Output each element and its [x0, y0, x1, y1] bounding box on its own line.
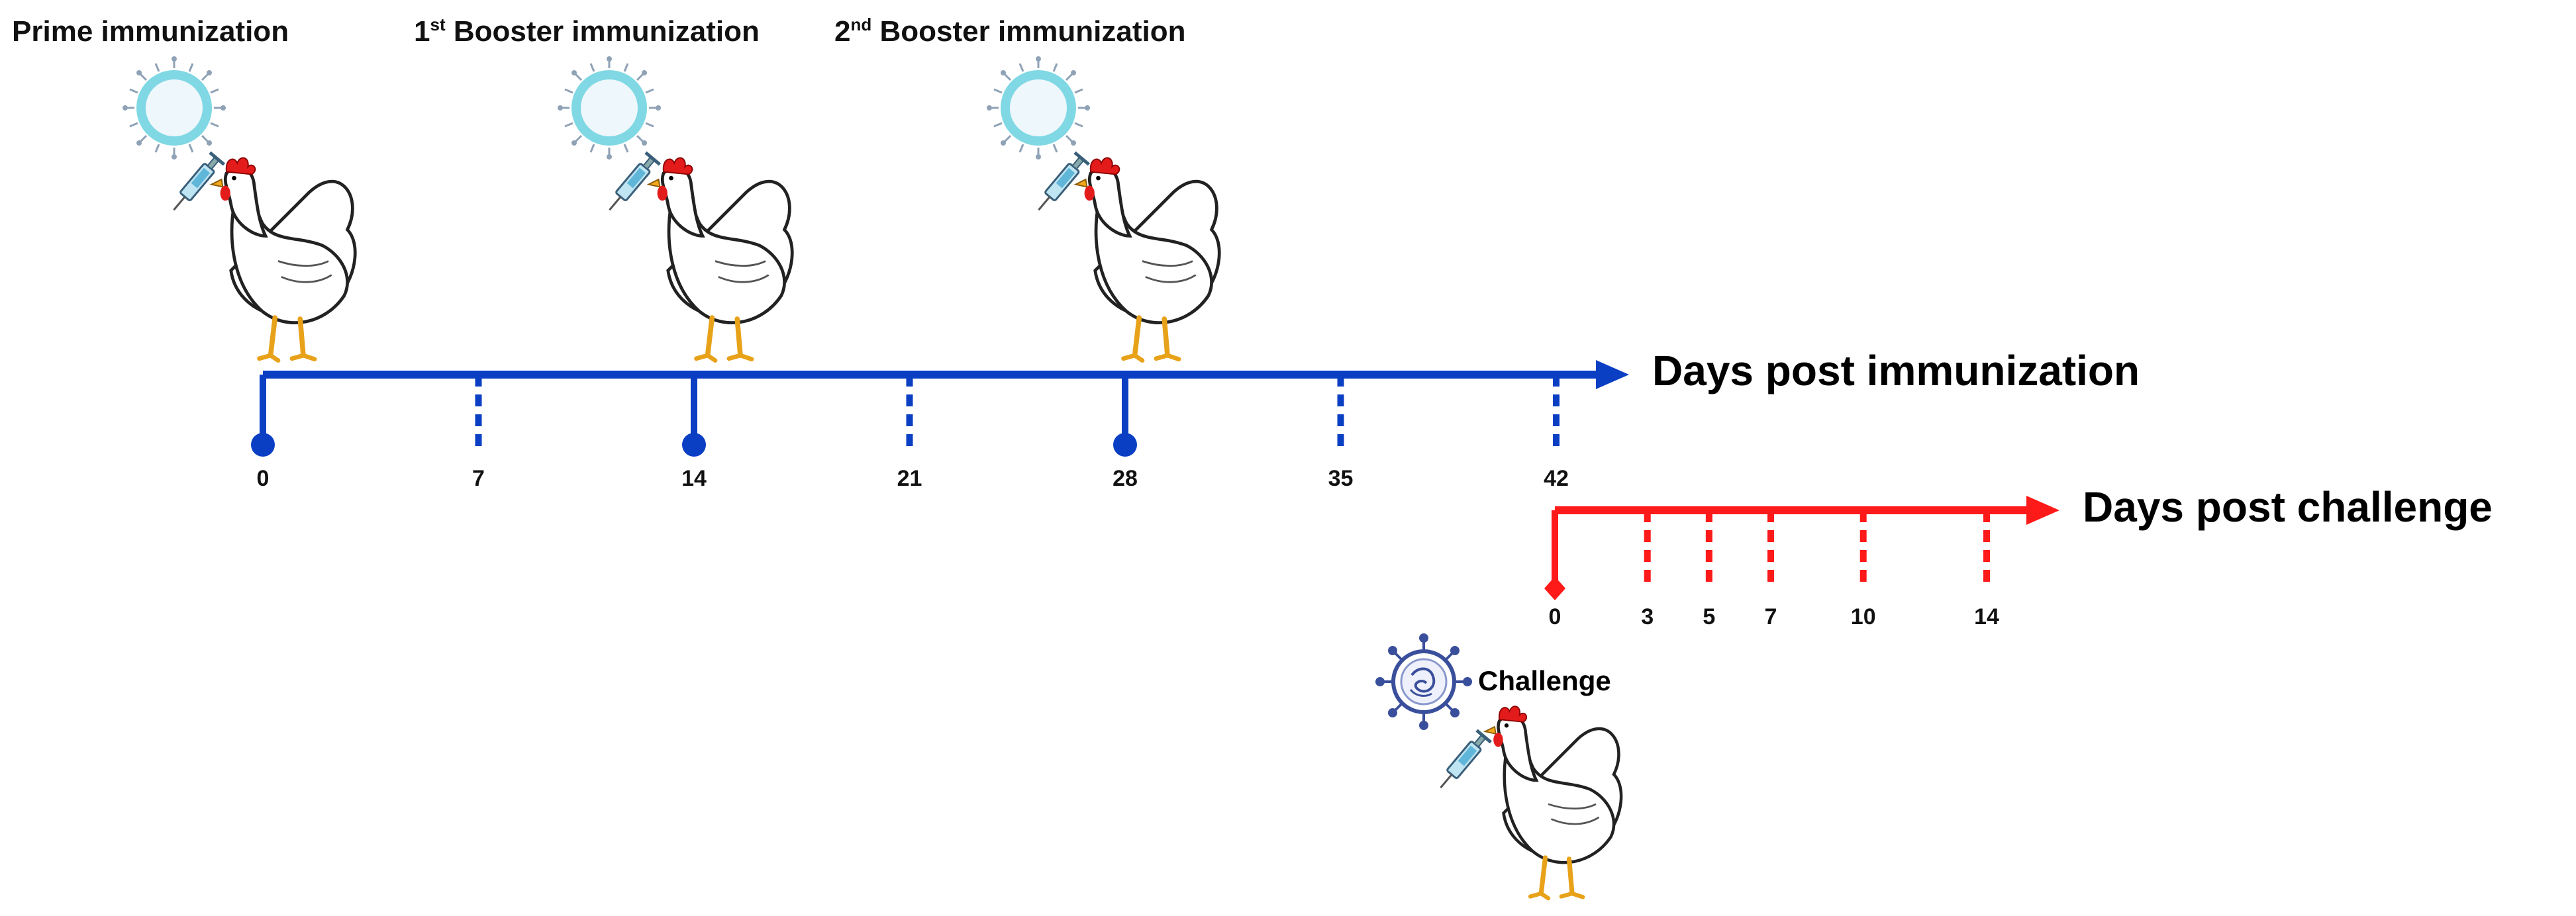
tick-label: 35 [1328, 466, 1354, 491]
booster1-label: 1st Booster immunization [414, 15, 760, 48]
chicken-icon [1075, 158, 1219, 360]
chicken-icon [648, 158, 792, 360]
immunization-axis-title: Days post immunization [1652, 347, 2140, 394]
challenge-axis: 0 3 5 7 10 14 [1544, 496, 2059, 629]
tick-label: 21 [897, 466, 922, 491]
event-marker-dot [1113, 433, 1137, 457]
axis-arrowhead [1596, 360, 1629, 389]
tick-label: 7 [1765, 604, 1777, 629]
chicken-icon [1485, 706, 1622, 898]
vaccine-particle-icon [987, 56, 1090, 160]
immunization-axis: 0 7 14 21 28 35 42 [251, 360, 1629, 491]
tick-label: 28 [1113, 466, 1138, 491]
syringe-icon [1432, 728, 1493, 795]
chicken-icon [211, 158, 355, 360]
tick-label: 5 [1703, 604, 1715, 629]
axis-arrowhead [2026, 496, 2059, 525]
virus-icon [1375, 633, 1472, 730]
vaccine-particle-icon [558, 56, 661, 160]
event-marker-dot [251, 433, 275, 457]
challenge-axis-title: Days post challenge [2083, 483, 2493, 531]
tick-label: 0 [257, 466, 270, 491]
tick-label: 0 [1549, 604, 1561, 629]
tick-label: 10 [1851, 604, 1876, 629]
tick-label: 42 [1544, 466, 1569, 491]
event-marker-dot [682, 433, 706, 457]
tick-label: 14 [681, 466, 707, 491]
tick-label: 7 [472, 466, 485, 491]
tick-label: 14 [1974, 604, 1999, 629]
challenge-marker-diamond [1544, 576, 1565, 600]
tick-label: 3 [1641, 604, 1654, 629]
challenge-label: Challenge [1478, 665, 1611, 696]
booster2-label: 2nd Booster immunization [834, 15, 1186, 48]
prime-immunization-label: Prime immunization [12, 15, 289, 48]
vaccine-particle-icon [123, 56, 226, 160]
